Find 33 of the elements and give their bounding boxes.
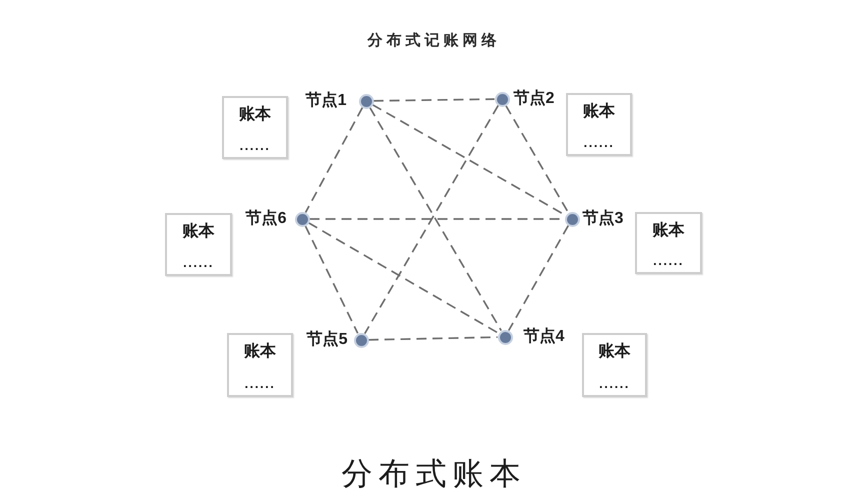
node-label: 节点5 xyxy=(306,330,348,350)
ledger-text: ...... xyxy=(584,136,614,150)
ledger-heading: 账本 xyxy=(182,222,214,242)
diagram-title: 分布式记账网络 xyxy=(368,31,500,51)
ledger-box xyxy=(227,333,293,397)
ledger-box xyxy=(635,212,702,274)
node-label: 节点1 xyxy=(306,90,346,111)
node-label: 节点3 xyxy=(582,208,624,229)
dashed-connector xyxy=(368,336,498,341)
ledger-heading: 账本 xyxy=(244,342,276,362)
node-label: 节点2 xyxy=(514,88,554,109)
ledger-text: ...... xyxy=(244,377,276,391)
ledger-text: ...... xyxy=(599,377,630,391)
dashed-connector xyxy=(505,105,569,213)
ledger-box xyxy=(165,213,232,276)
diagram-caption: 分布式账本 xyxy=(342,455,526,493)
ledger-heading: 账本 xyxy=(583,102,615,122)
ledger-box xyxy=(582,333,647,397)
dashed-connector xyxy=(304,107,364,213)
dashed-connector xyxy=(304,225,358,334)
dashed-connector xyxy=(508,225,570,331)
ledger-heading: 账本 xyxy=(598,342,630,362)
ledger-text: ...... xyxy=(240,139,270,153)
ledger-text: ...... xyxy=(653,254,684,268)
dashed-connector xyxy=(373,98,495,102)
ledger-heading: 账本 xyxy=(652,221,684,241)
ledger-box xyxy=(222,96,288,159)
ledger-heading: 账本 xyxy=(239,105,271,125)
node-label: 节点4 xyxy=(524,326,564,347)
node-label: 节点6 xyxy=(246,208,286,229)
ledger-box xyxy=(566,93,632,156)
ledger-text: ...... xyxy=(183,256,214,270)
dashed-connector xyxy=(308,222,499,334)
